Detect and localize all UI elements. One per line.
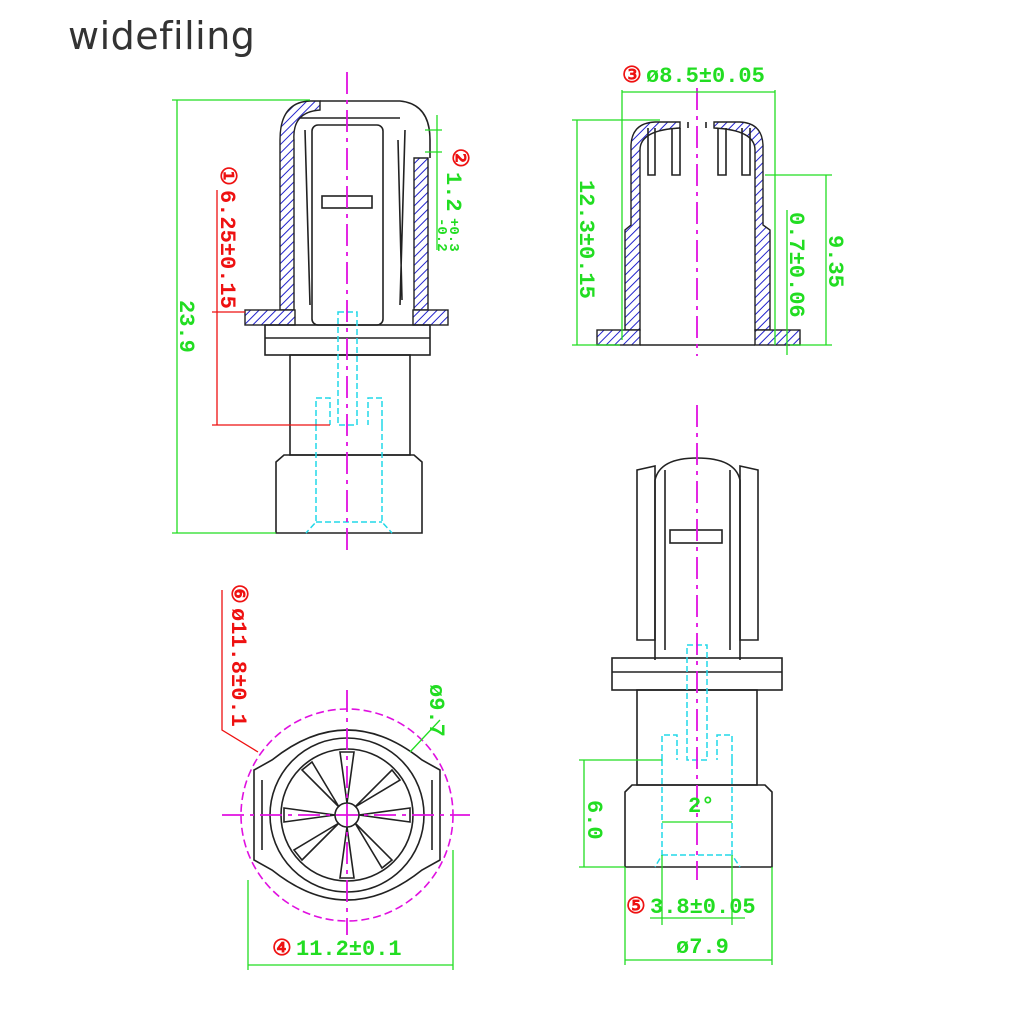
view-top: ⑥ ø11.8±0.1 ø9.7 ④ 11.2±0.1 xyxy=(221,584,470,970)
dim-6-0: 6.0 xyxy=(581,800,606,840)
dim-3-marker: ③ xyxy=(622,64,642,89)
watermark: widefiling xyxy=(68,14,256,58)
dim-inner-height: 9.35 xyxy=(822,235,847,288)
dim-wall-thickness: 0.7±0.06 xyxy=(783,212,808,318)
dim-2-tol-minus: -0.2 xyxy=(433,218,449,252)
dim-1-marker: ① xyxy=(214,166,239,186)
dim-4-value: 11.2±0.1 xyxy=(296,937,402,962)
dim-7-9: ø7.9 xyxy=(676,935,729,960)
dim-3-value: ø8.5±0.05 xyxy=(646,64,765,89)
dim-4-marker: ④ xyxy=(272,937,292,962)
dim-6-marker: ⑥ xyxy=(225,584,250,604)
dim-overall-height: 23.9 xyxy=(173,300,198,353)
dim-2-value: 1.2 xyxy=(440,172,465,212)
dim-9-7: ø9.7 xyxy=(423,684,448,737)
dim-angle: 2° xyxy=(688,794,714,819)
dim-2-marker: ② xyxy=(446,148,471,168)
dim-6-value: ø11.8±0.1 xyxy=(225,608,250,727)
view-assembled-section: 23.9 ① 6.25±0.15 ② 1.2 +0.3 -0.2 xyxy=(172,72,471,550)
dim-5-marker: ⑤ xyxy=(626,895,646,920)
dim-1-value: 6.25±0.15 xyxy=(214,190,239,309)
dim-2-tol-plus: +0.3 xyxy=(445,218,461,252)
view-sleeve-section: ③ ø8.5±0.05 12.3±0.15 0.7±0.06 9.35 xyxy=(572,64,847,356)
dim-sleeve-height: 12.3±0.15 xyxy=(573,180,598,299)
view-side: 6.0 2° ⑤ 3.8±0.05 ø7.9 xyxy=(579,405,783,965)
dim-5-value: 3.8±0.05 xyxy=(650,895,756,920)
